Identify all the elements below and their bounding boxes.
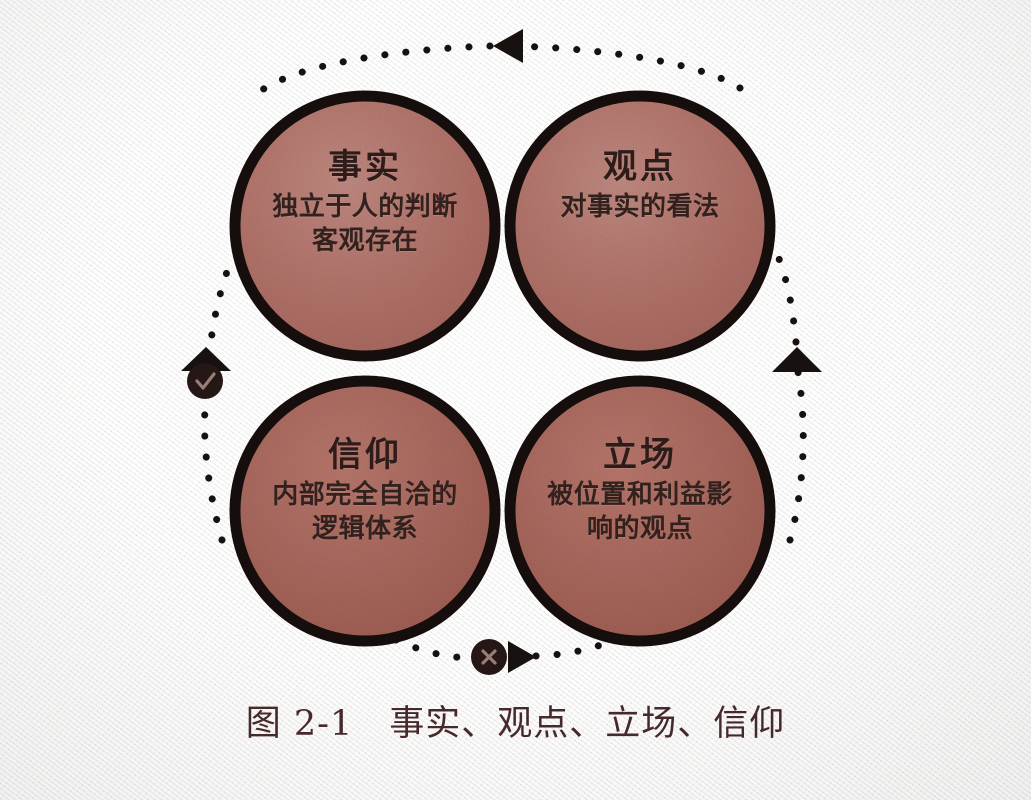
flow-arc-bottom: [392, 636, 478, 662]
check-badge-circle: [187, 363, 223, 399]
bottom-arrow-icon: [508, 641, 536, 673]
flow-arc-right: [786, 368, 807, 544]
flow-arc-left: [201, 394, 226, 544]
flow-arc-top: [501, 42, 744, 92]
flow-badges: [187, 363, 507, 675]
bubble-circle-viewpoint: [504, 90, 776, 362]
top-arrow-icon: [493, 29, 523, 63]
flow-arc-top-b: [258, 42, 494, 94]
flow-arrow-heads: [181, 29, 822, 673]
flow-arcs: [201, 42, 807, 662]
bubble-circle-stance: [504, 375, 776, 647]
figure-caption: 图 2-1 事实、观点、立场、信仰: [245, 704, 786, 744]
left-arrow-icon: [181, 347, 231, 371]
check-icon: [195, 372, 216, 390]
right-arrow-icon: [772, 347, 822, 372]
bubble-circles: [229, 90, 776, 647]
flow-arc-bottom-b: [532, 636, 618, 660]
bubble-circle-fact: [229, 90, 501, 362]
flow-arc-right-b: [774, 252, 800, 346]
cross-icon: [481, 649, 497, 665]
flow-arc-left-b: [205, 254, 236, 360]
bubble-circle-faith: [229, 375, 501, 647]
